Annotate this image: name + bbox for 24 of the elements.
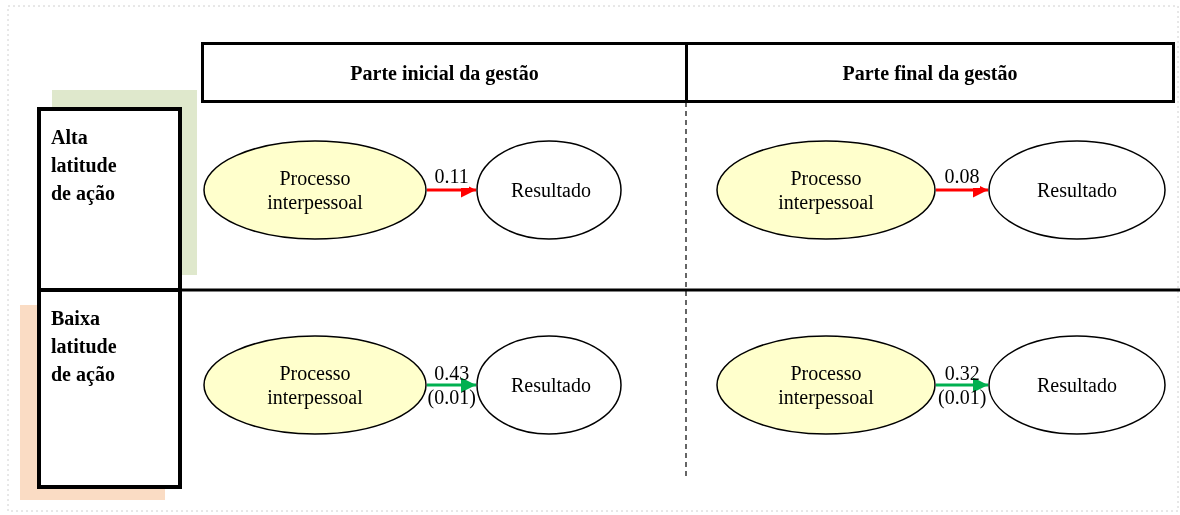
node-label: Resultado — [1036, 373, 1118, 397]
ellipse-node — [203, 335, 427, 435]
node-label: Processo interpessoal — [266, 361, 364, 409]
ellipse-node — [716, 335, 936, 435]
ellipse-node — [476, 140, 622, 240]
arrow — [427, 377, 476, 393]
edge-label: 0.43 (0.01) — [427, 361, 476, 409]
ellipse-node — [203, 140, 427, 240]
node-label: Resultado — [1036, 178, 1118, 202]
ellipse-node — [716, 140, 936, 240]
ellipse-node — [476, 335, 622, 435]
ellipse-node — [988, 335, 1166, 435]
column-header — [201, 42, 688, 103]
header-text: Parte inicial da gestão — [350, 60, 539, 85]
node-label: Processo interpessoal — [777, 166, 875, 214]
node-label: Processo interpessoal — [777, 361, 875, 409]
arrow — [936, 377, 988, 393]
header-text: Baixa latitude de ação — [51, 306, 118, 388]
header-text: Parte final da gestão — [842, 60, 1018, 85]
edge-label: 0.32 (0.01) — [938, 361, 987, 409]
ellipse-node — [988, 140, 1166, 240]
header-text: Alta latitude de ação — [51, 125, 118, 207]
column-header — [685, 42, 1175, 103]
node-label: Processo interpessoal — [266, 166, 364, 214]
